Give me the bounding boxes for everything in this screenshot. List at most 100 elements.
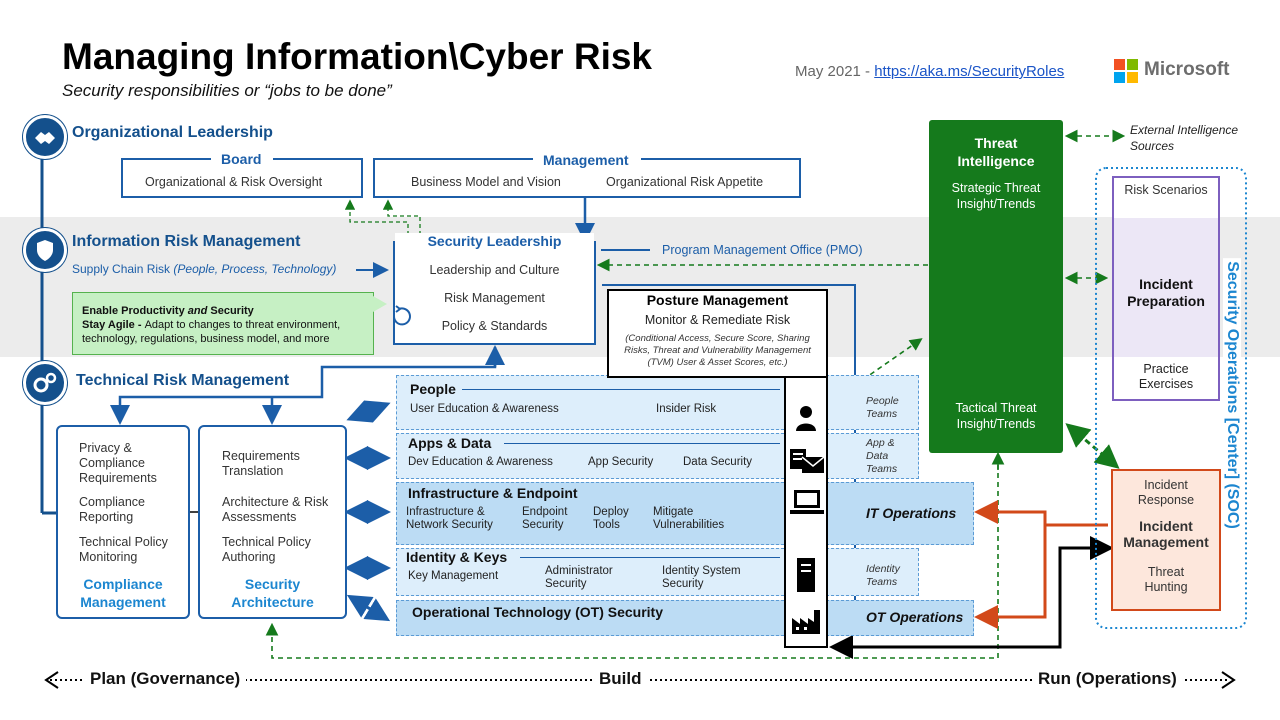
lane-identity-team: Identity Teams xyxy=(866,563,900,588)
management-item-2: Organizational Risk Appetite xyxy=(606,175,764,189)
supply-chain-risk: Supply Chain Risk (People, Process, Tech… xyxy=(72,262,336,276)
external-intel: External Intelligence Sources xyxy=(1130,123,1239,153)
lane-identity-title: Identity & Keys xyxy=(406,549,508,565)
board-box xyxy=(121,158,363,198)
lane-infra-item-1: Infrastructure & Network Security xyxy=(406,506,493,531)
compliance-title: Compliance Management xyxy=(80,576,166,610)
practice-exercises: Practice Exercises xyxy=(1138,362,1194,391)
compliance-box xyxy=(56,425,190,619)
laptop-icon xyxy=(790,490,824,521)
gears-icon xyxy=(23,361,67,405)
risk-scenarios: Risk Scenarios xyxy=(1124,183,1208,197)
incident-mgmt-title: Incident Management xyxy=(1123,518,1209,550)
lane-identity xyxy=(396,548,919,596)
lane-apps-item-2: App Security xyxy=(588,456,654,468)
posture-detail-1: (Conditional Access, Secure Score, Shari… xyxy=(625,333,810,344)
lane-ot-title: Operational Technology (OT) Security xyxy=(412,604,663,620)
org-leadership-title: Organizational Leadership xyxy=(72,124,273,141)
posture-title: Posture Management xyxy=(646,292,789,308)
lane-infra-item-2: Endpoint Security xyxy=(522,506,568,531)
page-subtitle: Security responsibilities or “jobs to be… xyxy=(62,81,392,100)
date-text: May 2021 - xyxy=(795,63,875,80)
posture-detail-2: Risks, Threat and Vulnerability Manageme… xyxy=(624,345,811,356)
callout-pointer xyxy=(373,296,387,312)
shield-icon xyxy=(23,228,67,272)
posture-subtitle: Monitor & Remediate Risk xyxy=(644,313,791,327)
posture-detail-3: (TVM) User & Asset Scores, etc.) xyxy=(647,357,788,368)
lane-people-item-2: Insider Risk xyxy=(656,403,717,415)
lane-infra-item-4: Mitigate Vulnerabilities xyxy=(653,506,725,531)
compliance-item-3: Technical Policy Monitoring xyxy=(79,535,168,564)
lane-apps-team: App & Data Teams xyxy=(866,437,898,475)
board-item: Organizational & Risk Oversight xyxy=(145,175,323,189)
lane-infra-item-3: Deploy Tools xyxy=(593,506,629,531)
data-mail-icon xyxy=(790,449,825,478)
tactical-threat: Tactical Threat Insight/Trends xyxy=(955,401,1037,431)
refresh-cycle-icon xyxy=(389,304,415,335)
lane-people-team: People Teams xyxy=(866,395,899,420)
build-label: Build xyxy=(593,669,648,689)
security-roles-link[interactable]: https://aka.ms/SecurityRoles xyxy=(874,63,1065,80)
lane-apps xyxy=(396,433,919,479)
threat-hunting: Threat Hunting xyxy=(1144,565,1188,594)
posture-detail: (Conditional Access, Secure Score, Shari… xyxy=(607,333,828,369)
date-link-line: May 2021 - https://aka.ms/SecurityRoles xyxy=(795,63,1064,80)
callout-line-1: Enable Productivity and Security xyxy=(82,305,254,317)
architecture-item-3: Technical Policy Authoring xyxy=(222,535,311,564)
lane-identity-item-3: Identity System Security xyxy=(662,565,741,590)
compliance-item-2: Compliance Reporting xyxy=(79,495,146,524)
lane-apps-item-1: Dev Education & Awareness xyxy=(408,456,553,468)
lane-people-rule xyxy=(462,389,780,390)
supply-chain-detail: (People, Process, Technology) xyxy=(173,262,337,276)
architecture-box xyxy=(198,425,347,619)
ot-operations-label: OT Operations xyxy=(866,609,964,625)
pmo-label: Program Management Office (PMO) xyxy=(662,243,863,257)
security-leadership-box xyxy=(393,241,596,345)
lane-apps-rule xyxy=(504,443,780,444)
security-leadership-title: Security Leadership xyxy=(395,233,594,249)
lane-identity-item-2: Administrator Security xyxy=(545,565,613,590)
leadership-item-2: Risk Management xyxy=(444,291,545,305)
run-label: Run (Operations) xyxy=(1032,669,1183,689)
architecture-title: Security Architecture xyxy=(231,576,314,610)
architecture-item-2: Architecture & Risk Assessments xyxy=(222,495,329,524)
incident-response: Incident Response xyxy=(1137,478,1195,507)
handshake-icon xyxy=(23,115,67,159)
lane-people-item-1: User Education & Awareness xyxy=(410,403,559,415)
lane-infra xyxy=(396,482,974,545)
lane-identity-item-1: Key Management xyxy=(408,570,499,582)
strategic-threat: Strategic Threat Insight/Trends xyxy=(951,181,1041,211)
board-title: Board xyxy=(221,151,262,167)
brand-name: Microsoft xyxy=(1144,59,1230,80)
factory-icon xyxy=(792,610,822,639)
it-operations-label: IT Operations xyxy=(866,505,957,521)
management-top-right xyxy=(641,158,801,160)
management-top-left xyxy=(373,158,533,160)
management-title: Management xyxy=(543,152,629,168)
supply-chain-label: Supply Chain Risk xyxy=(72,262,174,276)
board-top-left xyxy=(121,158,211,160)
lane-infra-title: Infrastructure & Endpoint xyxy=(408,485,578,501)
person-icon xyxy=(796,405,816,436)
threat-intel-box xyxy=(929,120,1063,453)
callout-line-3: technology, regulations, business model,… xyxy=(82,333,330,345)
tech-risk-title: Technical Risk Management xyxy=(76,372,290,389)
threat-intel-title: Threat Intelligence xyxy=(957,135,1035,169)
info-risk-title: Information Risk Management xyxy=(72,233,301,250)
lane-apps-item-3: Data Security xyxy=(683,456,753,468)
callout-line-2: Stay Agile - Adapt to changes to threat … xyxy=(82,319,341,331)
leadership-item-1: Leadership and Culture xyxy=(429,263,560,277)
page-title: Managing Information\Cyber Risk xyxy=(62,36,653,77)
lane-people xyxy=(396,375,919,430)
lane-identity-rule xyxy=(520,557,780,558)
lane-ot xyxy=(396,600,974,636)
incident-mgmt-box xyxy=(1111,469,1221,611)
plan-label: Plan (Governance) xyxy=(84,669,247,689)
lane-apps-title: Apps & Data xyxy=(408,435,492,451)
posture-box xyxy=(607,289,828,378)
board-top-right xyxy=(273,158,363,160)
soc-label: Security Operations [Center] (SOC) xyxy=(1223,258,1241,532)
incident-prep-title: Incident Preparation xyxy=(1127,276,1205,309)
architecture-item-1: Requirements Translation xyxy=(222,449,300,478)
lane-people-title: People xyxy=(410,381,456,397)
